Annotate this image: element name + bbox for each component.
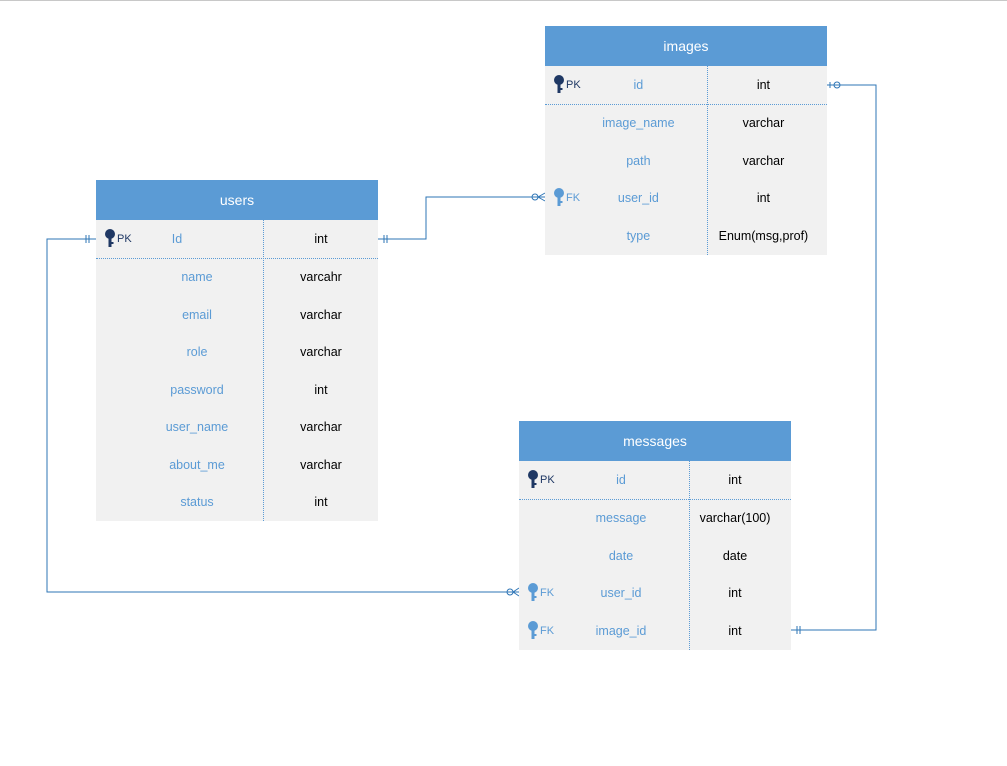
field-row[interactable]: about_me varchar <box>96 446 378 484</box>
field-name: status <box>180 495 214 510</box>
field-type: date <box>722 548 748 563</box>
entity-body: PK id int image_name varchar path varcha… <box>545 66 827 255</box>
field-name: name <box>181 270 213 285</box>
top-border <box>0 0 1007 1</box>
field-type: int <box>728 623 742 638</box>
field-row[interactable]: date date <box>519 537 791 575</box>
field-type: varchar <box>742 116 785 131</box>
field-name: about_me <box>169 457 225 472</box>
key-cell: FK <box>519 583 567 603</box>
pk-label: PK <box>540 473 555 486</box>
field-type: int <box>728 586 742 601</box>
field-name: message <box>595 511 647 526</box>
key-icon <box>554 74 564 93</box>
mark-zero-images <box>833 81 841 89</box>
field-row[interactable]: PK Id int <box>96 220 378 259</box>
crow-users-messages-a <box>512 587 520 593</box>
field-name: user_id <box>617 191 659 206</box>
field-type: varchar <box>742 153 785 168</box>
field-row[interactable]: user_name varchar <box>96 409 378 447</box>
key-icon <box>528 469 538 488</box>
field-name: role <box>186 345 208 360</box>
field-name: image_name <box>602 116 675 131</box>
column-divider <box>263 220 264 521</box>
entity-body: PK Id int name varcahr email varchar rol… <box>96 220 378 521</box>
field-name: id <box>616 472 626 487</box>
key-cell: FK <box>545 188 591 208</box>
field-name: path <box>626 153 651 168</box>
key-cell: FK <box>519 620 567 641</box>
field-name: password <box>170 382 224 397</box>
field-type: int <box>314 382 328 397</box>
field-type: Enum(msg,prof) <box>718 228 809 243</box>
field-name: date <box>608 548 634 563</box>
key-icon <box>528 620 538 639</box>
field-row[interactable]: PK id int <box>545 66 827 105</box>
field-type: int <box>728 472 742 487</box>
crow-users-messages-b <box>512 591 520 597</box>
field-row[interactable]: image_name varchar <box>545 105 827 143</box>
field-name: user_name <box>165 420 229 435</box>
field-row[interactable]: FK user_id int <box>545 180 827 218</box>
key-cell: PK <box>96 228 144 249</box>
key-cell: PK <box>519 469 567 490</box>
fk-label: FK <box>540 587 555 600</box>
field-row[interactable]: password int <box>96 371 378 409</box>
crow-users-images-a <box>537 192 546 198</box>
entity-messages[interactable]: messages PK id int message varchar(100) … <box>519 421 791 650</box>
connector-images-messages[interactable] <box>791 84 877 631</box>
fk-label: FK <box>540 624 555 637</box>
key-icon <box>105 228 115 247</box>
field-type: varchar <box>300 307 342 322</box>
field-row[interactable]: FK image_id int <box>519 612 791 650</box>
field-row[interactable]: message varchar(100) <box>519 500 791 538</box>
entity-images[interactable]: images PK id int image_name varchar path… <box>545 26 827 255</box>
field-type: varchar <box>300 420 342 435</box>
field-type: varchar <box>300 457 342 472</box>
entity-title: messages <box>519 421 791 461</box>
field-type: varchar <box>300 345 342 360</box>
crow-users-images-b <box>537 196 546 202</box>
key-icon <box>528 583 538 602</box>
column-divider <box>689 461 690 650</box>
field-row[interactable]: FK user_id int <box>519 575 791 613</box>
field-row[interactable]: name varcahr <box>96 259 378 297</box>
field-type: varchar(100) <box>699 511 771 526</box>
entity-title: images <box>545 26 827 66</box>
entity-body: PK id int message varchar(100) date date… <box>519 461 791 650</box>
fk-label: FK <box>566 192 581 205</box>
field-name: Id <box>171 231 183 246</box>
connector-users-messages[interactable] <box>46 238 519 593</box>
field-row[interactable]: type Enum(msg,prof) <box>545 217 827 255</box>
field-row[interactable]: email varchar <box>96 296 378 334</box>
key-cell: PK <box>545 74 591 95</box>
pk-label: PK <box>566 78 581 91</box>
field-type: int <box>756 77 771 92</box>
entity-users[interactable]: users PK Id int name varcahr email varch… <box>96 180 378 521</box>
field-type: int <box>756 191 771 206</box>
field-row[interactable]: status int <box>96 484 378 522</box>
field-name: id <box>633 77 644 92</box>
field-row[interactable]: role varchar <box>96 334 378 372</box>
field-name: user_id <box>600 586 642 601</box>
field-name: type <box>626 228 651 243</box>
connector-users-images[interactable] <box>378 196 545 240</box>
field-row[interactable]: path varchar <box>545 142 827 180</box>
field-type: int <box>314 231 328 246</box>
field-type: varcahr <box>300 270 342 285</box>
field-name: image_id <box>595 623 647 638</box>
key-icon <box>554 188 564 207</box>
field-type: int <box>314 495 328 510</box>
pk-label: PK <box>117 232 132 245</box>
field-row[interactable]: PK id int <box>519 461 791 500</box>
field-name: email <box>182 307 212 322</box>
column-divider <box>707 66 708 255</box>
entity-title: users <box>96 180 378 220</box>
